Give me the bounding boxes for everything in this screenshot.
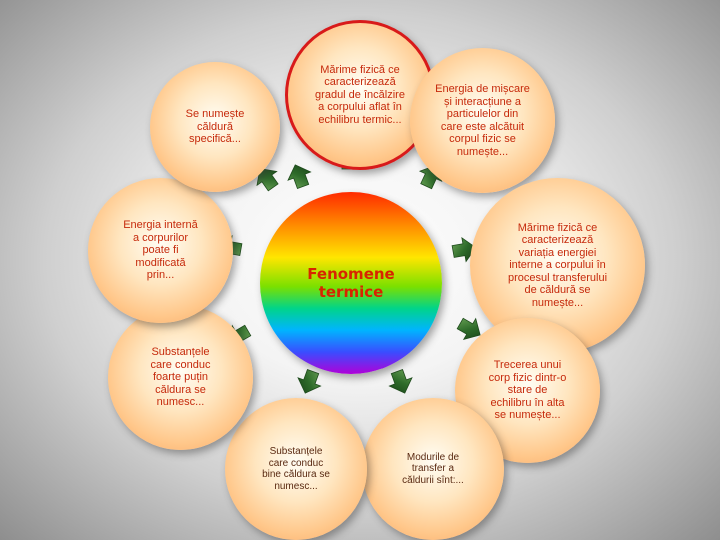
node-energie-interna-text: Energia de mișcare și interacțiune a par… <box>435 83 530 158</box>
connector-arrow-10 <box>287 164 312 190</box>
node-variatie-energie-text: Energia internă a corpurilor poate fi mo… <box>123 219 198 282</box>
node-temperatura[interactable]: Mărime fizică ce caracterizează gradul d… <box>285 20 435 170</box>
connector-arrow-5 <box>388 368 413 394</box>
connector-arrow-6 <box>297 368 322 394</box>
node-caldura-specifica[interactable]: Se numește căldură specifică... <box>150 62 280 192</box>
node-temperatura-text: Mărime fizică ce caracterizează gradul d… <box>315 63 405 126</box>
connector-arrow-9 <box>256 168 279 192</box>
node-variatie-energie[interactable]: Energia internă a corpurilor poate fi mo… <box>88 178 233 323</box>
node-energie-interna[interactable]: Energia de mișcare și interacțiune a par… <box>410 48 555 193</box>
node-caldura-specifica-text: Se numește căldură specifică... <box>185 108 245 146</box>
node-conductori-text: Substanțele care conduc bine căldura se … <box>262 446 330 492</box>
node-moduri-transfer-text: Modurile de transfer a căldurii sînt:... <box>402 451 464 486</box>
center-circle: Fenomene termice <box>260 192 442 374</box>
node-izolatori-text: Substanțele care conduc foarte puțin căl… <box>150 346 211 409</box>
node-moduri-transfer[interactable]: Modurile de transfer a căldurii sînt:... <box>362 398 504 540</box>
center-title: Fenomene termice <box>307 265 395 301</box>
node-izolatori[interactable]: Substanțele care conduc foarte puțin căl… <box>108 305 253 450</box>
node-echilibru-text: Trecerea unui corp fizic dintr-o stare d… <box>488 359 567 422</box>
node-caldura-text: Mărime fizică ce caracterizează variația… <box>507 221 608 309</box>
connector-arrow-4 <box>456 317 481 341</box>
node-conductori[interactable]: Substanțele care conduc bine căldura se … <box>225 398 367 540</box>
